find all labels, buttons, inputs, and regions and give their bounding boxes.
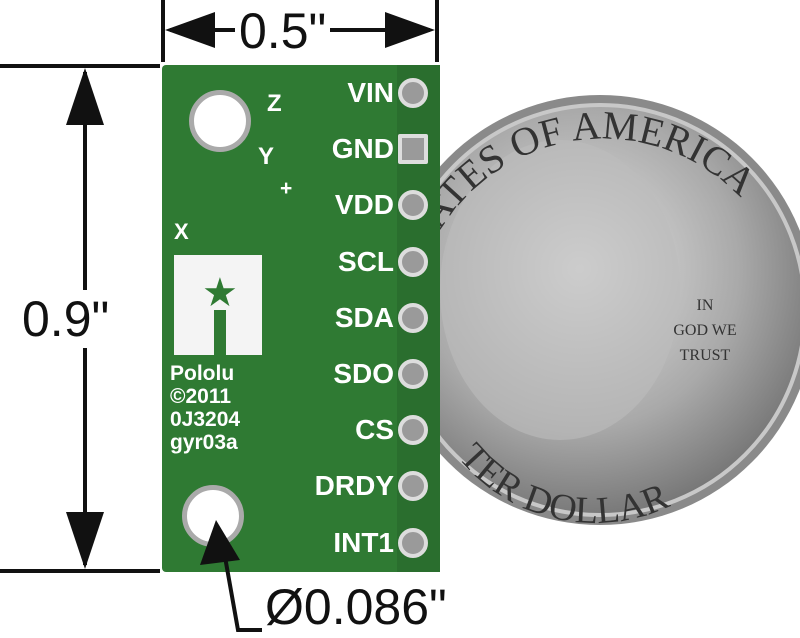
pin-label-drdy: DRDY xyxy=(314,470,394,502)
axis-z-label: Z xyxy=(267,90,282,117)
pin-pad-scl xyxy=(398,246,428,277)
height-dimension-label: 0.9" xyxy=(22,290,110,348)
hole-leader xyxy=(220,539,262,632)
pin-pads xyxy=(162,65,440,572)
mounting-hole-top xyxy=(189,90,251,152)
width-dimension-label: 0.5" xyxy=(235,6,331,56)
pin-pad-cs xyxy=(398,415,428,446)
pin-label-sda: SDA xyxy=(334,301,394,333)
coin-motto-3: TRUST xyxy=(680,347,731,364)
arrowhead-left xyxy=(165,12,215,48)
pin-label-gnd: GND xyxy=(331,133,394,165)
arrowhead-hole xyxy=(200,520,240,565)
pin-pad-vdd xyxy=(398,190,428,221)
axis-y-label: Y xyxy=(258,143,275,170)
silk-part: 0J3204 xyxy=(170,408,241,431)
pin-label-vdd: VDD xyxy=(334,189,394,221)
pin-label-cs: CS xyxy=(355,414,394,446)
pin-pad-int1 xyxy=(398,527,428,558)
silk-brand: Pololu xyxy=(170,362,235,385)
arrowhead-down xyxy=(66,512,104,569)
gyro-board: Z Y + X ★ Pololu ©2011 0J3204 gyr03a VIN… xyxy=(162,65,440,572)
silk-copyright: ©2011 xyxy=(170,385,232,408)
pin-pad-gnd xyxy=(398,134,428,165)
pin-pad-sda xyxy=(398,302,428,333)
pin-label-int1: INT1 xyxy=(333,526,394,558)
axis-plus: + xyxy=(280,177,293,200)
coin-motto-2: GOD WE xyxy=(673,322,736,339)
coin-motto-1: IN xyxy=(697,297,714,314)
silk-rev: gyr03a xyxy=(170,431,238,454)
pin-pad-vin xyxy=(398,78,428,108)
arrowhead-up xyxy=(66,68,104,125)
arrowhead-right xyxy=(385,12,435,48)
silkscreen-text: Pololu ©2011 0J3204 gyr03a xyxy=(170,362,240,454)
pin-pad-drdy xyxy=(398,471,428,502)
pin-label-sdo: SDO xyxy=(333,358,394,389)
pin-label-vin: VIN xyxy=(347,77,394,108)
pin-label-scl: SCL xyxy=(338,245,394,277)
pin-labels: VIN GND VDD SCL SDA SDO CS DRDY INT1 xyxy=(162,65,394,572)
axis-x-label: X xyxy=(174,219,189,244)
pin-pad-sdo xyxy=(398,359,428,389)
hole-dimension-label: Ø0.086" xyxy=(265,579,447,635)
pololu-logo: ★ xyxy=(174,255,262,355)
